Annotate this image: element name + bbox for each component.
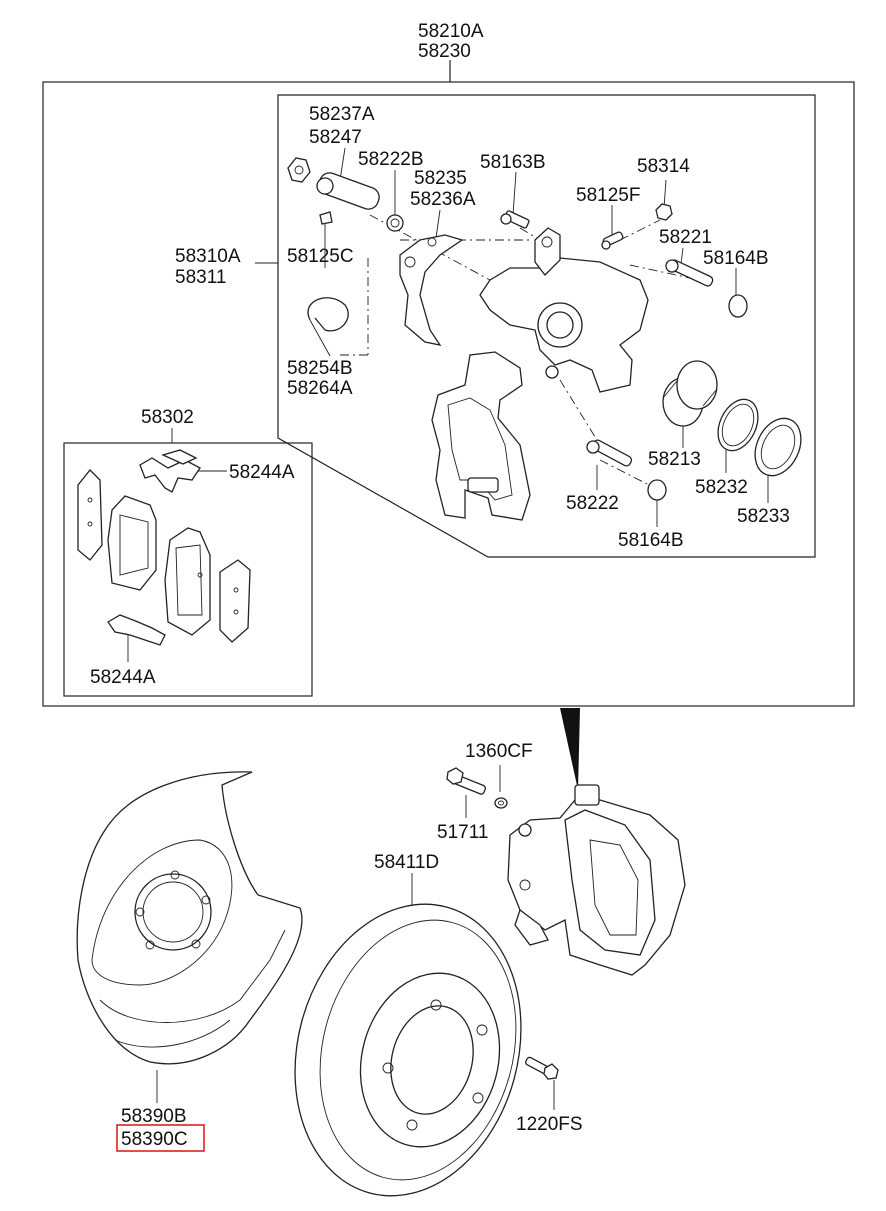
label-58163b: 58163B	[480, 152, 546, 173]
label-58221: 58221	[659, 227, 712, 248]
piston-icon	[662, 360, 718, 427]
cap-58314-icon	[655, 203, 673, 221]
anti-rattle-clip-icon	[399, 234, 464, 346]
assembled-caliper-icon	[507, 784, 686, 976]
pointer-arrow-icon	[560, 708, 580, 790]
label-58302: 58302	[141, 407, 194, 428]
boot-58164b-top-icon	[728, 294, 748, 318]
caliper-inner-frame	[277, 94, 816, 558]
guide-pin-58222-icon	[586, 439, 633, 467]
label-58314: 58314	[637, 156, 690, 177]
label-58311: 58311	[175, 267, 226, 288]
label-58125c: 58125C	[287, 246, 354, 267]
caliper-carrier-icon	[431, 351, 531, 521]
label-58247: 58247	[309, 127, 362, 148]
caliper-housing-icon	[479, 227, 649, 393]
label-58310a: 58310A	[175, 246, 241, 267]
label-58164b-bottom: 58164B	[618, 530, 684, 551]
label-58222b: 58222B	[358, 149, 424, 170]
label-58210a: 58210A	[418, 21, 484, 42]
label-58233: 58233	[737, 506, 790, 527]
bolt-58163b-icon	[500, 210, 530, 229]
label-58244a-bottom: 58244A	[90, 667, 156, 688]
label-58213: 58213	[648, 449, 701, 470]
label-58237a: 58237A	[309, 104, 375, 125]
label-58244a-top: 58244A	[229, 462, 295, 483]
bleeder-screw-icon	[386, 214, 404, 232]
pad-shim-top-icon	[139, 449, 201, 493]
label-58264a: 58264A	[287, 378, 353, 399]
label-58164b-top: 58164B	[703, 248, 769, 269]
label-58411d: 58411D	[374, 852, 439, 873]
highlight-box	[116, 1124, 205, 1152]
dust-cover-icon	[76, 771, 303, 1065]
bolt-51711-icon	[446, 767, 487, 795]
label-58236a: 58236A	[410, 189, 476, 210]
label-58254b: 58254B	[287, 358, 353, 379]
label-58390b: 58390B	[121, 1106, 187, 1127]
clip-spring-icon	[307, 211, 349, 332]
guide-rod-icon	[287, 157, 380, 210]
boot-58164b-bottom-icon	[647, 479, 667, 501]
label-51711: 51711	[437, 822, 488, 843]
label-58232: 58232	[695, 477, 748, 498]
label-58235: 58235	[414, 168, 467, 189]
label-58390c: 58390C	[121, 1129, 188, 1150]
label-58230: 58230	[418, 41, 471, 62]
label-1220fs: 1220FS	[516, 1114, 583, 1135]
bleeder-58125f-icon	[601, 231, 624, 250]
guide-pin-58221-icon	[665, 259, 714, 287]
caliper-assembly-frame	[42, 81, 855, 707]
pad-shim-bottom-icon	[107, 614, 166, 646]
label-1360cf: 1360CF	[465, 741, 533, 762]
label-58222: 58222	[566, 493, 619, 514]
brake-disc-icon	[294, 903, 522, 1197]
piston-seal-icon	[717, 398, 759, 452]
brake-pads-icon	[77, 469, 251, 643]
label-58125f: 58125F	[576, 185, 640, 206]
screw-1220fs-icon	[525, 1056, 559, 1080]
leader-lines	[127, 60, 769, 1110]
pad-kit-frame	[63, 442, 313, 697]
dust-boot-icon	[754, 417, 802, 477]
washer-1360cf-icon	[494, 797, 508, 809]
